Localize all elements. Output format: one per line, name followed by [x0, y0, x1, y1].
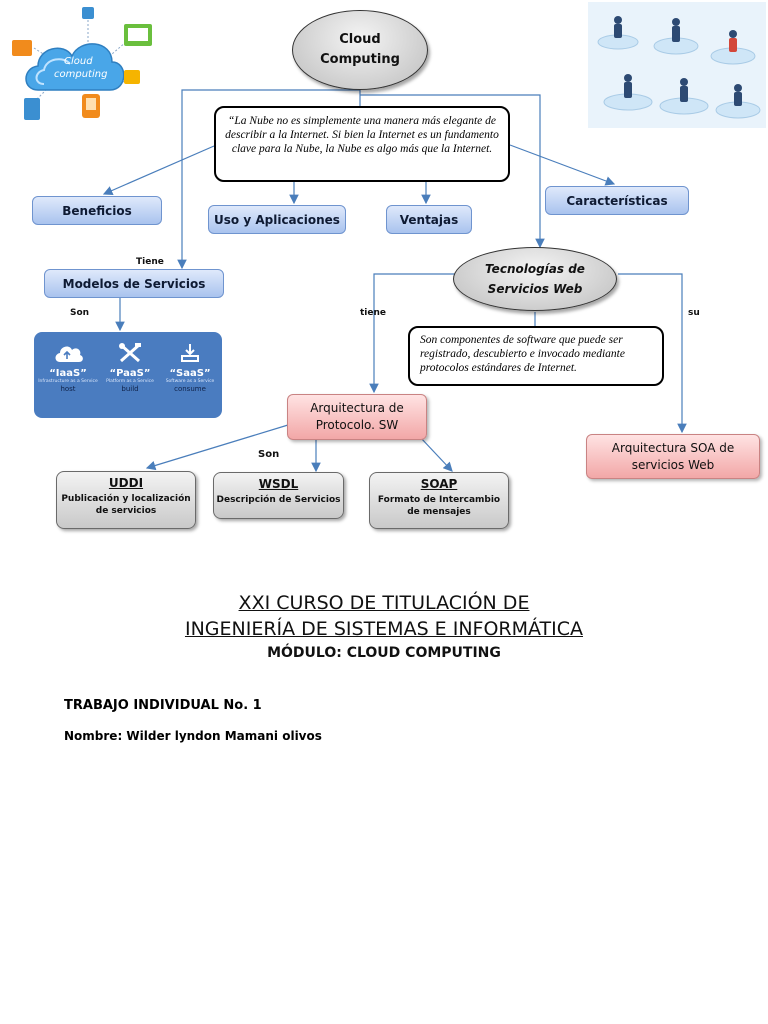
- paas-sub: Platform as a Service: [106, 379, 154, 384]
- label-tiene-lower: tiene: [360, 308, 387, 318]
- central-title-2: Computing: [320, 52, 400, 67]
- document-title-1: XXI CURSO DE TITULACIÓN DE: [238, 592, 530, 614]
- paas-verb: build: [121, 385, 139, 393]
- tecnologias-description-box: Son componentes de software que puede se…: [408, 326, 664, 386]
- wsdl-desc-1: Descripción de Servicios: [216, 495, 341, 505]
- uddi-title: UDDI: [108, 476, 144, 490]
- central-title-1: Cloud: [339, 32, 381, 47]
- people-on-clouds-illustration: [588, 2, 766, 128]
- saas-item: “SaaS” Software as a Service consume: [160, 342, 220, 393]
- iaas-sub: Infrastructure as a Service: [38, 379, 98, 384]
- soa-title-1: Arquitectura SOA de: [611, 440, 735, 455]
- iaas-verb: host: [60, 385, 76, 393]
- tecnologias-title-1: Tecnologías de: [485, 262, 585, 276]
- soa-title-2: servicios Web: [631, 457, 715, 472]
- saas-sub: Software as a Service: [165, 379, 215, 384]
- download-icon: [181, 344, 199, 362]
- tools-icon: [119, 343, 141, 363]
- soap-desc-2: de mensajes: [407, 507, 471, 517]
- iaas-item: “IaaS” Infrastructure as a Service host: [38, 342, 98, 393]
- cloud-computing-node: Cloud Computing: [292, 10, 428, 90]
- modelos-servicios-node: Modelos de Servicios: [44, 269, 224, 298]
- assignment-title: TRABAJO INDIVIDUAL No. 1: [64, 698, 262, 713]
- paas-name: “PaaS”: [109, 368, 151, 379]
- cloud-logo-text-1: Cloud: [64, 56, 93, 67]
- beneficios-node: Beneficios: [32, 196, 162, 225]
- definition-quote: “La Nube no es simplemente una manera má…: [225, 115, 499, 155]
- iaas-name: “IaaS”: [49, 368, 87, 379]
- beneficios-label: Beneficios: [62, 203, 132, 218]
- student-name: Nombre: Wilder lyndon Mamani olivos: [64, 729, 322, 743]
- wsdl-node: WSDL Descripción de Servicios: [213, 472, 344, 519]
- arquitectura-title-1: Arquitectura de: [310, 401, 404, 415]
- saas-name: “SaaS”: [169, 368, 211, 379]
- tecnologias-title-2: Servicios Web: [487, 282, 583, 296]
- uso-aplicaciones-node: Uso y Aplicaciones: [208, 205, 346, 234]
- document-title-2: INGENIERÍA DE SISTEMAS E INFORMÁTICA: [184, 618, 584, 640]
- label-son-left: Son: [70, 308, 90, 318]
- service-models-panel: “IaaS” Infrastructure as a Service host …: [34, 332, 222, 418]
- caracteristicas-label: Características: [566, 193, 668, 208]
- cloud-icon: [55, 346, 83, 362]
- ventajas-node: Ventajas: [386, 205, 472, 234]
- caracteristicas-node: Características: [545, 186, 689, 215]
- label-su: su: [688, 308, 700, 318]
- uso-label: Uso y Aplicaciones: [214, 212, 340, 227]
- tecnologias-servicios-web-node: Tecnologías de Servicios Web: [453, 247, 617, 311]
- saas-verb: consume: [174, 385, 206, 393]
- soap-desc-1: Formato de Intercambio: [377, 495, 501, 505]
- uddi-node: UDDI Publicación y localización de servi…: [56, 471, 196, 529]
- label-tiene-upper: Tiene: [136, 257, 164, 267]
- cloud-computing-logo: Cloud computing: [12, 7, 152, 120]
- modelos-label: Modelos de Servicios: [62, 276, 206, 291]
- uddi-desc-1: Publicación y localización: [61, 494, 191, 504]
- soap-node: SOAP Formato de Intercambio de mensajes: [369, 472, 509, 529]
- cloud-logo-text-2: computing: [54, 69, 107, 80]
- label-son-center: Son: [258, 449, 280, 460]
- paas-item: “PaaS” Platform as a Service build: [100, 342, 160, 393]
- ventajas-label: Ventajas: [399, 212, 459, 227]
- uddi-desc-2: de servicios: [95, 506, 157, 516]
- soap-title: SOAP: [420, 477, 458, 491]
- tecnologias-description: Son componentes de software que puede se…: [420, 334, 625, 374]
- module-title: MÓDULO: CLOUD COMPUTING: [267, 645, 501, 661]
- arquitectura-protocolo-node: Arquitectura de Protocolo. SW: [287, 394, 427, 440]
- arquitectura-soa-node: Arquitectura SOA de servicios Web: [586, 434, 760, 479]
- arquitectura-title-2: Protocolo. SW: [315, 418, 399, 432]
- wsdl-title: WSDL: [258, 477, 299, 491]
- definition-quote-box: “La Nube no es simplemente una manera má…: [214, 106, 510, 182]
